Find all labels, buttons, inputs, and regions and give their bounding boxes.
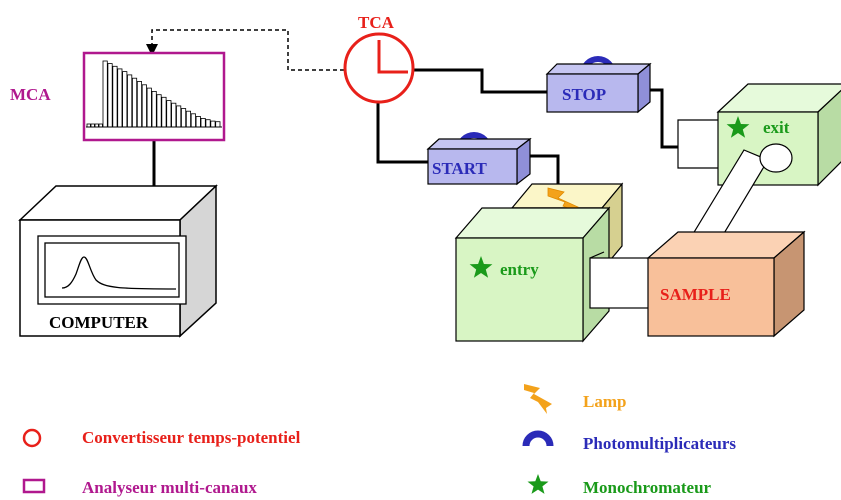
entry-top [454,207,611,239]
histogram-bar [127,74,133,128]
exit-label: exit [763,118,790,137]
sample-front [647,257,775,337]
histogram-bar [180,108,187,128]
entry-sample-connector-top [589,251,605,259]
histogram-bar [205,119,211,128]
start-to-lamp-wire [527,154,560,185]
histogram-bar [146,87,152,128]
histogram-bar [136,81,143,128]
legend-lamp-text: Lamp [583,392,627,411]
start-photomultiplier: START [426,132,532,186]
computer-label: COMPUTER [49,313,149,332]
legend-circle-icon [22,428,42,448]
histogram-bar [166,100,172,128]
sample-box: SAMPLE [646,230,806,338]
histogram-bar [215,121,221,128]
entry-front [455,237,584,342]
tca-to-mca-dashed-line [146,29,344,71]
histogram-bar [185,110,192,128]
histogram-bar [141,84,147,128]
legend-rectangle-icon [22,478,46,494]
legend-mono-text: Monochromateur [583,478,712,497]
legend-star-icon [527,474,549,494]
sample-label: SAMPLE [660,285,731,304]
diagonal-tube-end [759,143,793,173]
histogram-bar [107,63,113,128]
entry-label: entry [500,260,539,279]
histogram-bar [176,105,182,128]
histogram-bar [151,91,157,128]
tca-clock-hands [377,40,408,74]
histogram-bar [156,94,162,128]
tca-to-start-wire [376,100,430,164]
histogram-bar [195,116,201,128]
legend-mca-text: Analyseur multi-canaux [82,478,257,497]
histogram-bar [131,77,138,128]
tca-to-stop-wire [412,68,548,94]
tca-label: TCA [358,13,395,32]
start-label: START [432,159,487,178]
stop-label: STOP [562,85,606,104]
decay-curve [61,256,177,290]
histogram-bar [117,68,123,128]
histogram-bar [122,71,128,128]
histogram-bar [171,102,177,128]
legend-lightning-icon [524,384,552,414]
exit-star-icon [726,116,750,138]
mca-label: MCA [10,85,51,104]
start-box-top [426,138,532,150]
legend-tca-text: Convertisseur temps-potentiel [82,428,301,447]
histogram-bar [112,65,118,128]
computer: COMPUTER [18,184,218,338]
histogram-bar [161,96,167,128]
stop-photomultiplier: STOP [545,56,652,114]
computer-screen [44,242,180,298]
histogram-bar [102,60,108,128]
exit-connector-tube [677,119,723,169]
stop-box-front [546,73,639,113]
legend-half-circle-icon [522,430,554,447]
entry-sample-connector [589,257,653,309]
legend-pmt-text: Photomultiplicateurs [583,434,736,453]
mca-histogram [86,60,221,128]
histogram-bar [190,113,196,128]
histogram-bar [200,118,206,128]
stop-box-top [545,63,652,75]
entry-star-icon [469,256,493,278]
start-box-front [427,148,518,185]
histogram-bar [210,120,216,128]
